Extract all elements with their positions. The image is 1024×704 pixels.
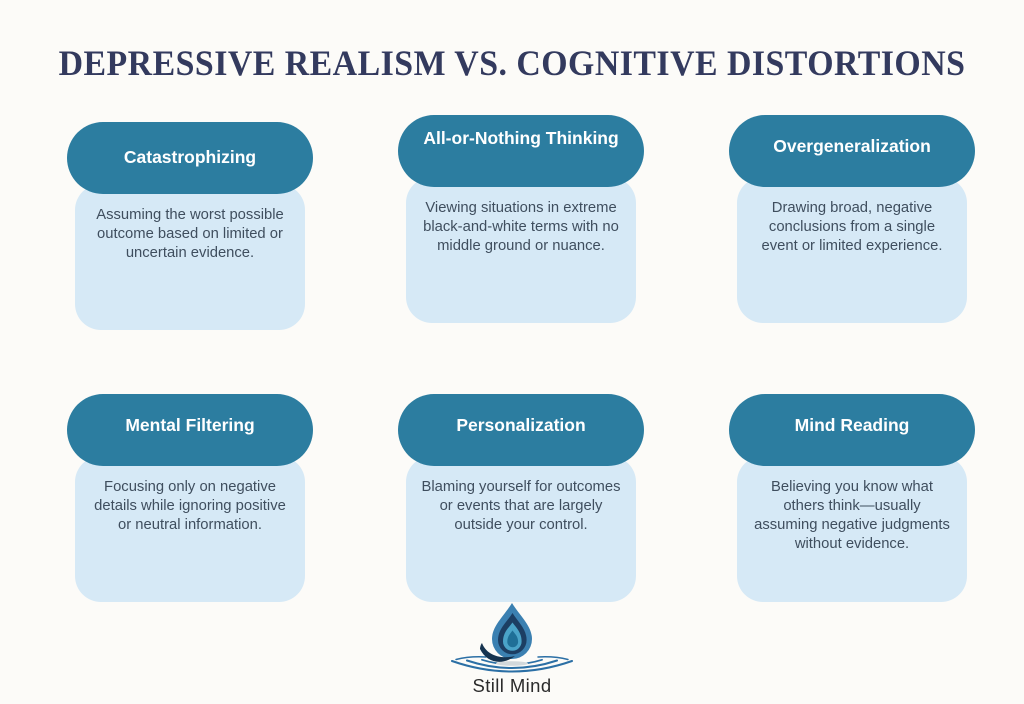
card-title: Catastrophizing xyxy=(123,147,257,168)
card-all-or-nothing-thinking: All-or-Nothing Thinking Viewing situatio… xyxy=(398,115,644,330)
card-header: Overgeneralization xyxy=(729,115,975,187)
still-mind-logo: Still Mind xyxy=(0,601,1024,697)
card-body: Focusing only on negative details while … xyxy=(75,456,305,602)
card-mental-filtering: Mental Filtering Focusing only on negati… xyxy=(67,394,313,602)
card-body: Blaming yourself for outcomes or events … xyxy=(406,456,636,602)
card-header: Personalization xyxy=(398,394,644,466)
card-body: Drawing broad, negative conclusions from… xyxy=(737,177,967,323)
card-description: Assuming the worst possible outcome base… xyxy=(96,207,284,261)
page-title: DEPRESSIVE REALISM VS. COGNITIVE DISTORT… xyxy=(58,43,966,83)
card-title: All-or-Nothing Thinking xyxy=(423,128,619,148)
card-description: Believing you know what others think—usu… xyxy=(754,479,950,552)
card-body: Assuming the worst possible outcome base… xyxy=(75,184,305,330)
card-header: Mental Filtering xyxy=(67,394,313,466)
card-body: Believing you know what others think—usu… xyxy=(737,456,967,602)
card-description: Blaming yourself for outcomes or events … xyxy=(421,479,621,533)
card-title: Overgeneralization xyxy=(773,136,931,156)
card-overgeneralization: Overgeneralization Drawing broad, negati… xyxy=(729,115,975,330)
card-body: Viewing situations in extreme black-and-… xyxy=(406,177,636,323)
cards-row-top: Catastrophizing Assuming the worst possi… xyxy=(67,115,975,330)
card-personalization: Personalization Blaming yourself for out… xyxy=(398,394,644,602)
brand-name: Still Mind xyxy=(472,675,552,696)
card-header: Mind Reading xyxy=(729,394,975,466)
card-mind-reading: Mind Reading Believing you know what oth… xyxy=(729,394,975,602)
cards-row-bottom: Mental Filtering Focusing only on negati… xyxy=(67,394,975,602)
card-description: Focusing only on negative details while … xyxy=(94,479,286,533)
card-title: Personalization xyxy=(456,415,586,435)
cards-grid: Catastrophizing Assuming the worst possi… xyxy=(67,115,975,602)
card-title: Mind Reading xyxy=(794,415,910,435)
card-header: Catastrophizing xyxy=(67,122,313,194)
card-description: Viewing situations in extreme black-and-… xyxy=(423,200,619,254)
water-drop-ripple-icon xyxy=(451,603,573,673)
card-catastrophizing: Catastrophizing Assuming the worst possi… xyxy=(67,122,313,330)
card-title: Mental Filtering xyxy=(125,415,255,435)
card-header: All-or-Nothing Thinking xyxy=(398,115,644,187)
card-description: Drawing broad, negative conclusions from… xyxy=(761,200,943,254)
